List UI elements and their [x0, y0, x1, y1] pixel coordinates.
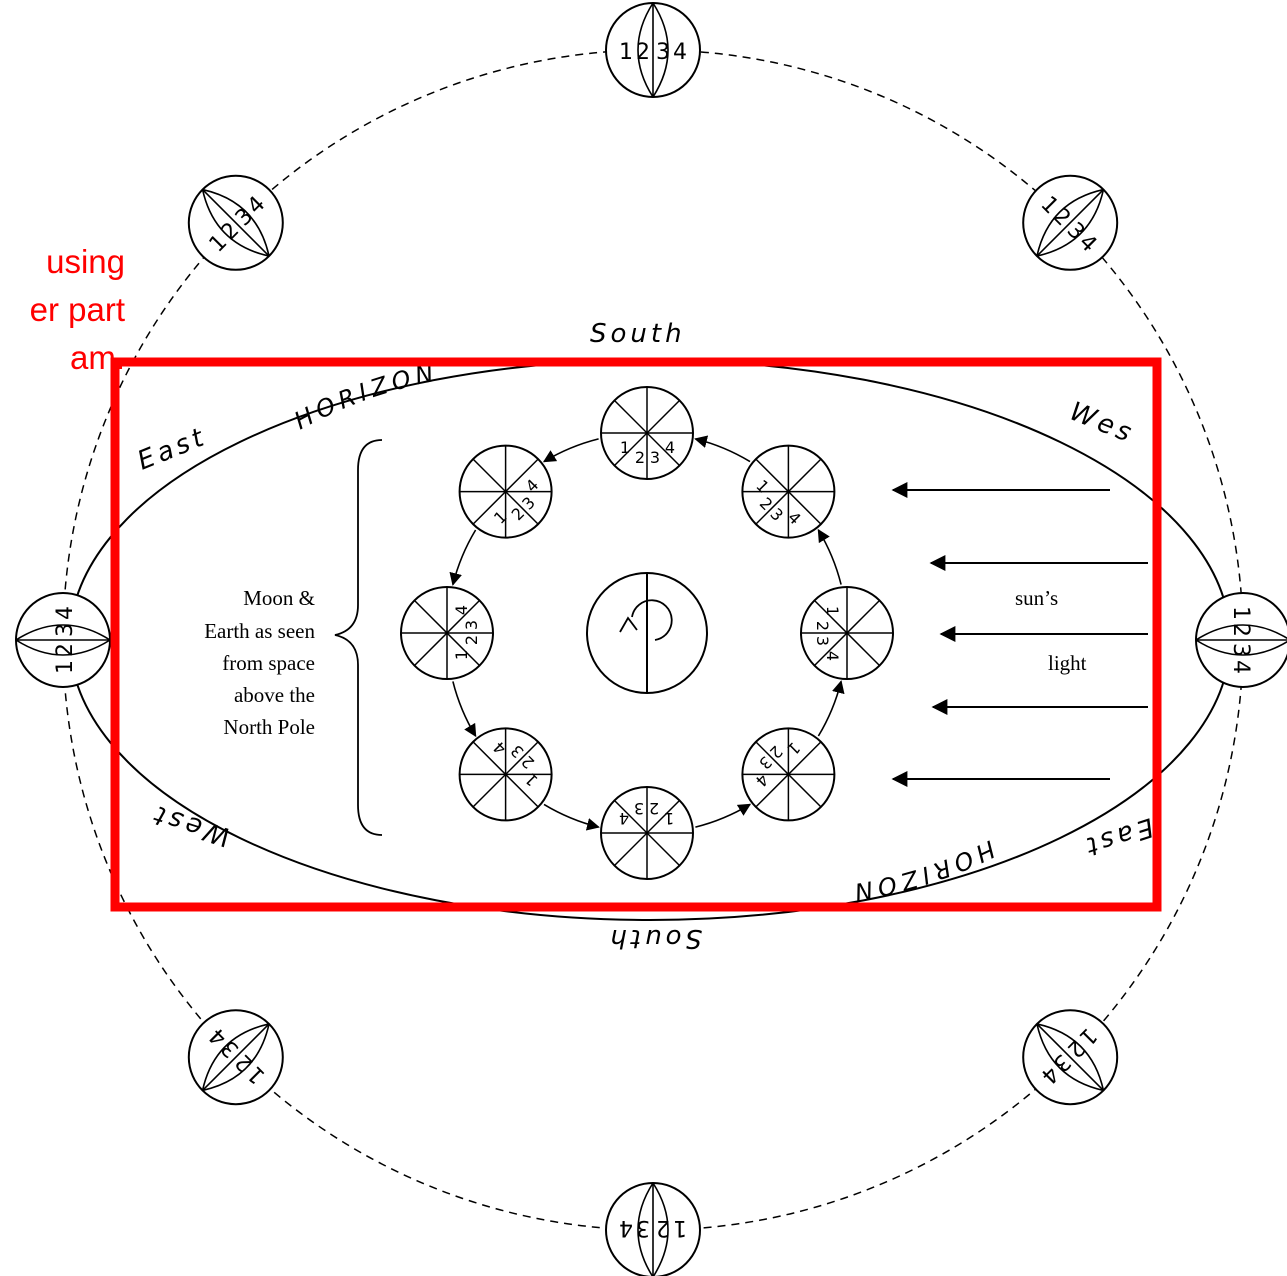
quarter-number: 2 — [813, 621, 832, 631]
quarter-number: 1 — [673, 1215, 687, 1240]
orbit-arrow — [543, 803, 600, 831]
quarter-number: 1 — [664, 809, 674, 828]
west-label-right: Wes — [1065, 397, 1139, 450]
quarter-number: 1 — [452, 650, 471, 660]
orbit-arrow — [817, 528, 842, 585]
rotation-arrow-icon — [631, 599, 673, 641]
orbit-arrow — [542, 438, 599, 463]
quarter-number: 1 — [619, 40, 633, 65]
inner-moon-7: 1 2 3 4 — [800, 586, 894, 680]
quarter-number: 3 — [634, 799, 644, 818]
quarter-number: 4 — [619, 809, 629, 828]
orbit-arrow — [452, 681, 477, 738]
east-label-left: East — [133, 422, 211, 477]
curly-brace — [334, 439, 383, 836]
orbit-arrow — [449, 529, 477, 586]
quarter-number: 1 — [1228, 606, 1253, 620]
quarter-number: 3 — [462, 620, 481, 630]
inner-moon-3: 1 2 3 4 — [400, 586, 494, 680]
east-label-right: East — [1079, 811, 1157, 862]
quarter-number: 2 — [649, 799, 659, 818]
caption-line-4: above the — [234, 683, 315, 707]
center-caption: Moon & Earth as seen from space above th… — [204, 586, 315, 739]
quarter-number: 2 — [635, 448, 645, 467]
quarter-number: 2 — [1228, 623, 1253, 637]
orbit-arrow — [817, 680, 845, 737]
earth-icon — [586, 572, 708, 694]
caption-line-2: Earth as seen — [204, 619, 315, 643]
quarter-number: 4 — [1228, 660, 1253, 674]
sunlight-arrows — [891, 482, 1148, 787]
quarter-number: 3 — [1228, 643, 1253, 657]
quarter-number: 2 — [53, 643, 78, 657]
quarter-number: 3 — [650, 448, 660, 467]
south-label-top: South — [590, 319, 686, 349]
caption-line-3: from space — [222, 651, 315, 675]
note-line-1: using — [46, 243, 125, 280]
orbit-arrow — [694, 435, 751, 463]
quarter-number: 3 — [53, 623, 78, 637]
quarter-number: 3 — [636, 1215, 650, 1240]
west-label-left: West — [147, 798, 234, 852]
quarter-number: 4 — [665, 438, 675, 457]
orbit-arrow — [695, 803, 752, 828]
quarter-number: 1 — [823, 606, 842, 616]
quarter-number: 4 — [452, 605, 471, 615]
quarter-number: 2 — [636, 40, 650, 65]
quarter-number: 4 — [823, 651, 842, 661]
quarter-number: 2 — [656, 1215, 670, 1240]
horizon-label-top: HORIZON — [290, 358, 441, 435]
quarter-number: 1 — [53, 660, 78, 674]
quarter-number: 4 — [619, 1215, 633, 1240]
caption-line-5: North Pole — [223, 715, 315, 739]
quarter-number: 3 — [813, 636, 832, 646]
caption-line-1: Moon & — [243, 586, 315, 610]
quarter-number: 3 — [656, 40, 670, 65]
highlight-box — [110, 357, 1162, 912]
note-line-2: er part — [29, 291, 125, 328]
quarter-number: 4 — [673, 40, 687, 65]
quarter-number: 4 — [53, 606, 78, 620]
south-label-bottom: South — [606, 923, 702, 953]
outer-moon-7: 1 2 3 4 — [1195, 592, 1287, 688]
quarter-number: 1 — [620, 438, 630, 457]
sunlight-label-line1: sun’s — [1015, 586, 1058, 610]
sunlight-label-line2: light — [1048, 651, 1087, 675]
outer-moon-3: 1 2 3 4 — [15, 592, 111, 688]
inner-orbit-arrows — [449, 435, 845, 831]
quarter-number: 2 — [462, 635, 481, 645]
